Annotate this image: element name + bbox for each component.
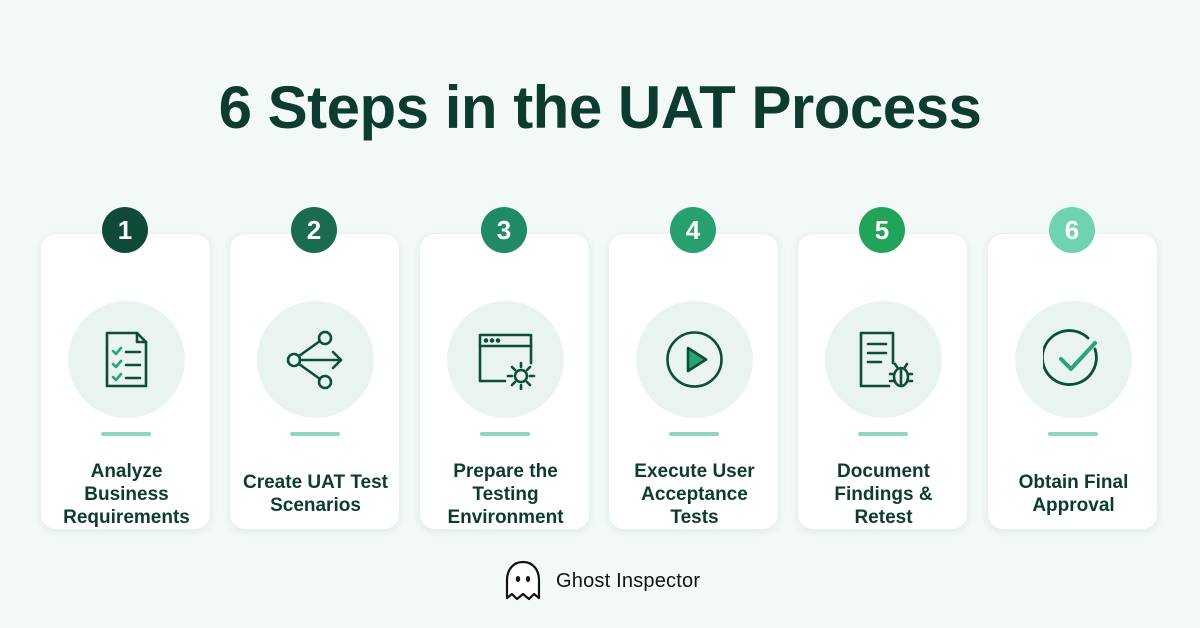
divider — [858, 432, 908, 436]
divider — [290, 432, 340, 436]
icon-circle — [1015, 301, 1132, 418]
step-card: Analyze Business Requirements — [40, 233, 211, 530]
step-4: Execute User Acceptance Tests 4 — [608, 207, 779, 530]
page-title: 6 Steps in the UAT Process — [218, 74, 982, 141]
icon-circle — [447, 301, 564, 418]
divider — [669, 432, 719, 436]
document-bug-icon — [859, 331, 914, 388]
step-label: Create UAT Test Scenarios — [243, 472, 388, 516]
play-circle-icon — [666, 331, 723, 388]
step-card: Execute User Acceptance Tests — [608, 233, 779, 530]
step-number-badge: 6 — [1049, 207, 1095, 253]
divider — [480, 432, 530, 436]
step-label: Document Findings & Retest — [834, 460, 933, 528]
checklist-document-icon — [105, 331, 148, 388]
step-3: Prepare the Testing Environment 3 — [419, 207, 590, 530]
step-label: Analyze Business Requirements — [63, 460, 190, 528]
icon-circle — [825, 301, 942, 418]
step-number-badge: 2 — [291, 207, 337, 253]
step-number-badge: 5 — [859, 207, 905, 253]
step-card: Prepare the Testing Environment — [419, 233, 590, 530]
step-label: Execute User Acceptance Tests — [634, 460, 755, 528]
icon-circle — [636, 301, 753, 418]
step-6: Obtain Final Approval 6 — [987, 207, 1158, 530]
brand-name: Ghost Inspector — [556, 570, 701, 592]
icon-circle — [257, 301, 374, 418]
step-1: Analyze Business Requirements 1 — [40, 207, 211, 530]
divider — [1048, 432, 1098, 436]
step-label: Prepare the Testing Environment — [447, 460, 564, 528]
divider — [101, 432, 151, 436]
steps-row: Analyze Business Requirements 1 Create U… — [40, 207, 1160, 530]
browser-gear-icon — [478, 333, 536, 390]
checkmark-circle-icon — [1043, 329, 1098, 386]
step-label: Obtain Final Approval — [1018, 472, 1129, 516]
branching-arrow-icon — [286, 330, 343, 390]
step-5: Document Findings & Retest 5 — [797, 207, 968, 530]
step-number-badge: 4 — [670, 207, 716, 253]
brand-logo-lockup: Ghost Inspector — [500, 558, 720, 606]
step-number-badge: 3 — [481, 207, 527, 253]
step-number-badge: 1 — [102, 207, 148, 253]
step-card: Obtain Final Approval — [987, 233, 1158, 530]
step-card: Document Findings & Retest — [797, 233, 968, 530]
icon-circle — [68, 301, 185, 418]
step-card: Create UAT Test Scenarios — [229, 233, 400, 530]
step-2: Create UAT Test Scenarios 2 — [229, 207, 400, 530]
ghost-logo-icon — [505, 560, 541, 601]
